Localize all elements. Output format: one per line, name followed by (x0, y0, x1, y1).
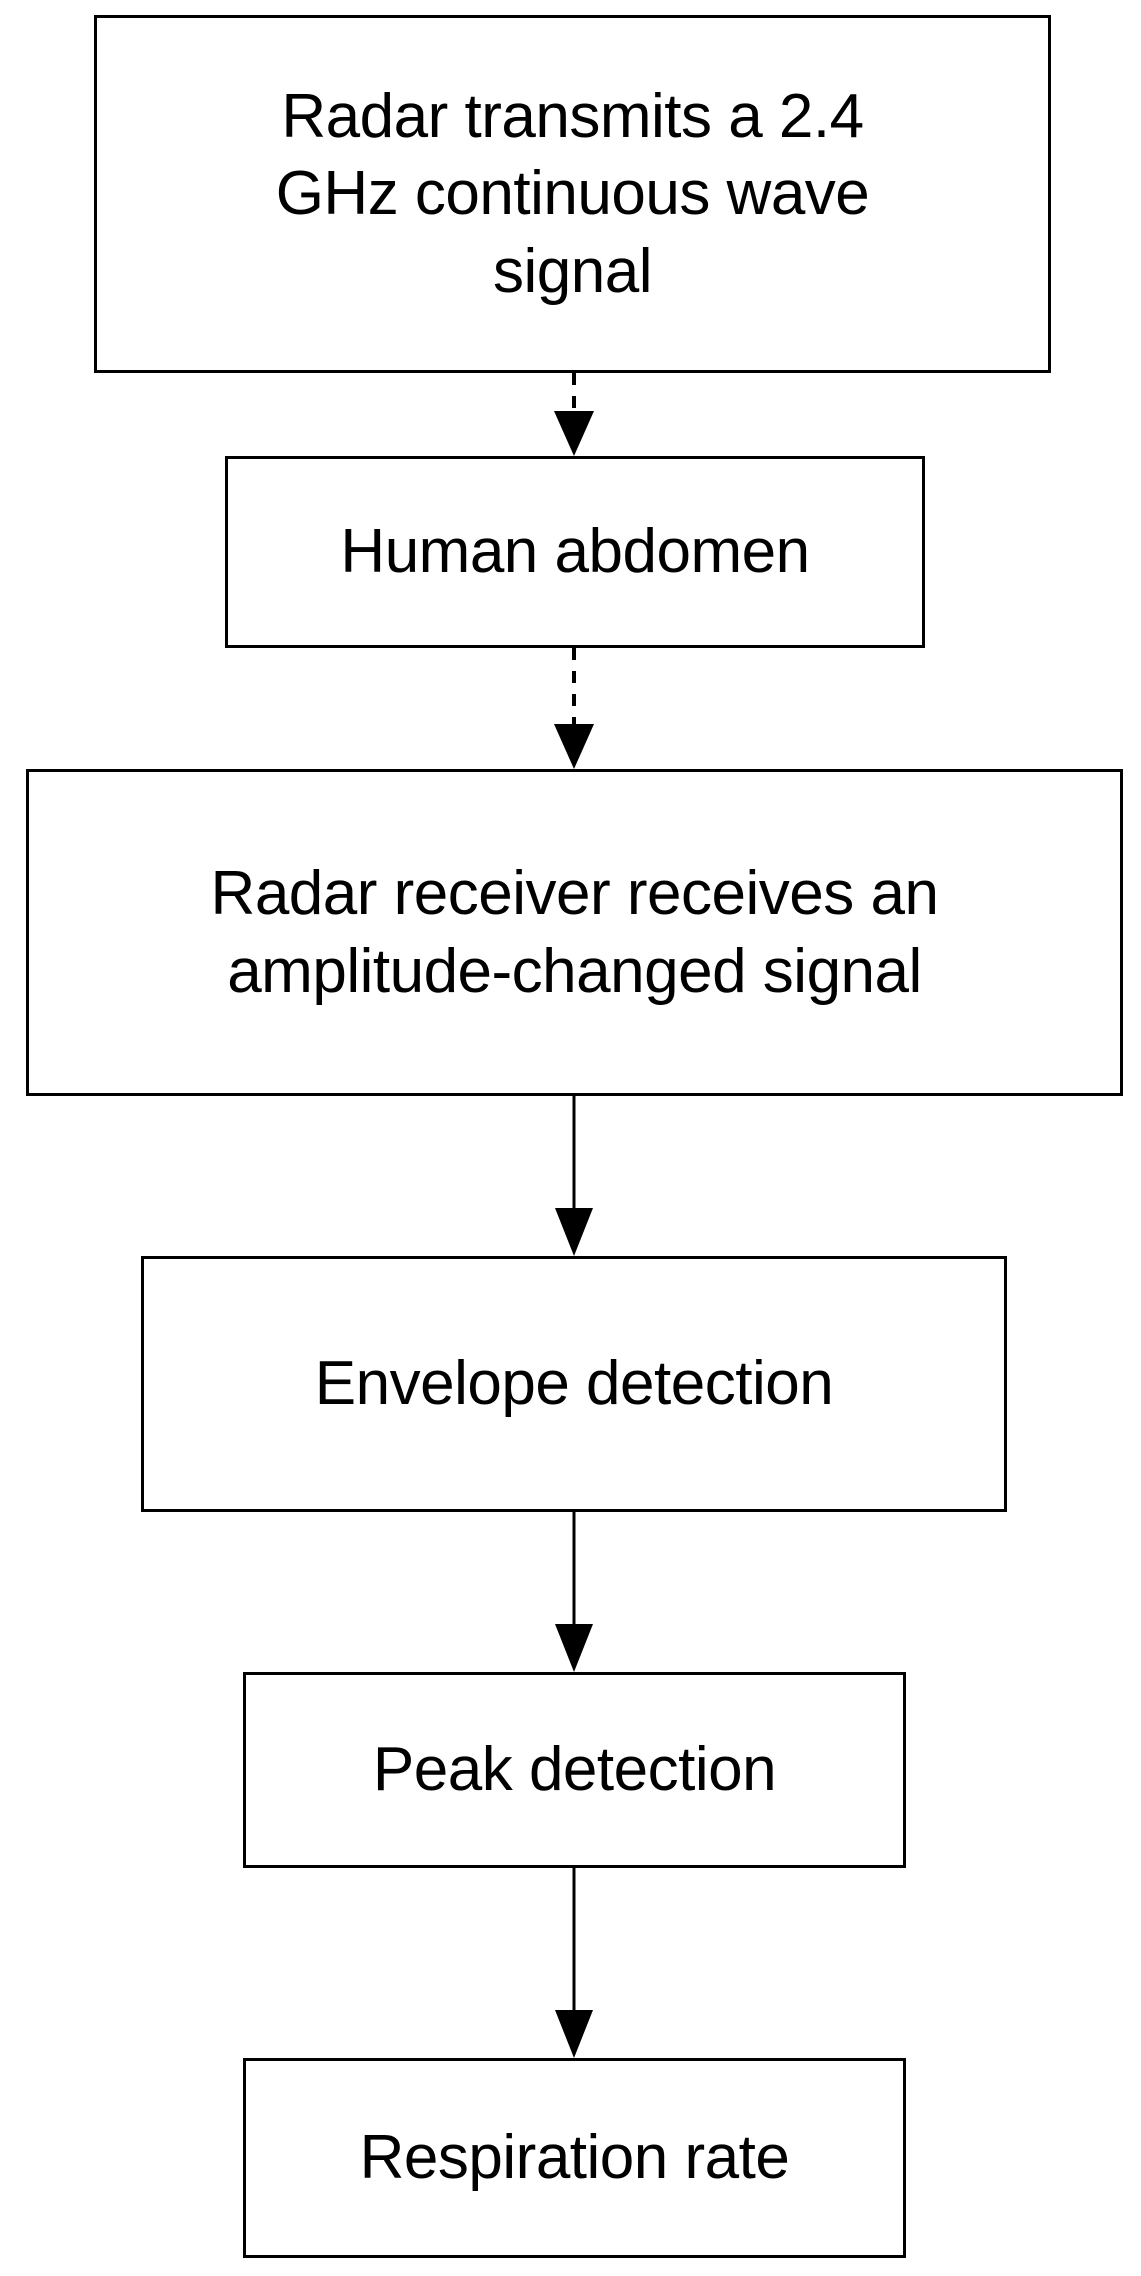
node-peak-detection[interactable]: Peak detection (243, 1672, 906, 1868)
node-radar-transmit[interactable]: Radar transmits a 2.4 GHz continuous wav… (94, 15, 1051, 373)
edge-radar-receiver-to-envelope-detection (544, 1096, 604, 1256)
node-envelope-detection[interactable]: Envelope detection (141, 1256, 1007, 1512)
node-label-radar-transmit: Radar transmits a 2.4 GHz continuous wav… (275, 81, 870, 306)
node-label-human-abdomen: Human abdomen (340, 517, 810, 587)
node-label-respiration-rate: Respiration rate (359, 2123, 790, 2193)
edge-radar-transmit-to-human-abdomen (544, 373, 604, 456)
edge-envelope-detection-to-peak-detection (544, 1512, 604, 1672)
node-label-peak-detection: Peak detection (372, 1735, 777, 1805)
edge-peak-detection-to-respiration-rate (544, 1868, 604, 2058)
node-radar-receiver[interactable]: Radar receiver receives an amplitude-cha… (26, 769, 1123, 1096)
node-human-abdomen[interactable]: Human abdomen (225, 456, 925, 648)
node-respiration-rate[interactable]: Respiration rate (243, 2058, 906, 2258)
edge-human-abdomen-to-radar-receiver (544, 648, 604, 769)
node-label-radar-receiver: Radar receiver receives an amplitude-cha… (210, 859, 939, 1006)
node-label-envelope-detection: Envelope detection (314, 1349, 834, 1419)
